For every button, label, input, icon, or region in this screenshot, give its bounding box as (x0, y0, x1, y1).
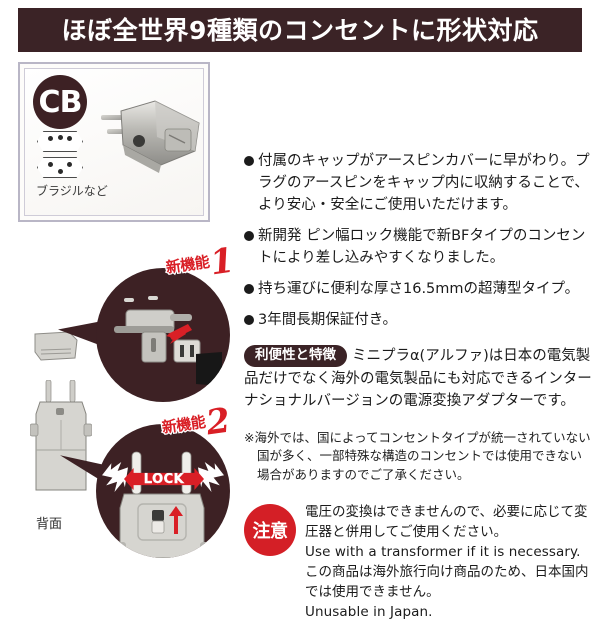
feature-callout-2-photo: LOCK (96, 424, 230, 558)
feature-1-label-text: 新機能 (164, 252, 212, 278)
description-column: 付属のキャップがアースピンカバーに早がわり。プラグのアースピンをキャップ内に収納… (244, 150, 592, 623)
list-item: 3年間長期保証付き。 (244, 309, 592, 331)
back-view-label: 背面 (36, 517, 63, 532)
caution-section: 注意 電圧の変換はできませんので、必要に応じて変圧器と併用してご使用ください。 … (244, 503, 592, 623)
lock-arrow-icon: LOCK (124, 468, 204, 490)
plug-type-panel: CB (18, 62, 210, 222)
feature-2-illustration (110, 451, 216, 558)
feature-callout-1-photo (96, 268, 230, 402)
disclaimer-note-text: ※海外では、国によってコンセントタイプが統一されていない国が多く、一部特殊な構造… (244, 429, 591, 483)
lock-badge: LOCK (124, 468, 204, 490)
page-title: ほぼ全世界9種類のコンセントに形状対応 (61, 15, 539, 45)
caution-line-2: Use with a transformer if it is necessar… (305, 543, 581, 560)
lock-label: LOCK (143, 471, 185, 487)
feature-bullet-list: 付属のキャップがアースピンカバーに早がわり。プラグのアースピンをキャップ内に収納… (244, 150, 592, 331)
socket-diagram-type-n (37, 131, 83, 152)
caution-line-3: この商品は海外旅行向け商品のため、日本国内では使用できません。 (305, 563, 589, 600)
bullet-text: 持ち運びに便利な厚さ16.5mmの超薄型タイプ。 (258, 281, 580, 298)
disclaimer-note: ※海外では、国によってコンセントタイプが統一されていない国が多く、一部特殊な構造… (244, 429, 592, 485)
list-item: 付属のキャップがアースピンカバーに早がわり。プラグのアースピンをキャップ内に収納… (244, 150, 592, 216)
socket-diagrams (37, 131, 83, 183)
feature-description: 利便性と特徴ミニプラα(アルファ)は日本の電気製品だけでなく海外の電気製品にも対… (244, 345, 592, 412)
bullet-dot-icon (244, 284, 254, 295)
feature-callout-1-label: 新機能1 (164, 239, 238, 284)
feature-1-number: 1 (206, 239, 238, 284)
socket-diagram-type-c (37, 157, 83, 178)
bullet-text: 3年間長期保証付き。 (258, 312, 397, 329)
list-item: 持ち運びに便利な厚さ16.5mmの超薄型タイプ。 (244, 278, 592, 300)
feature-2-label-text: 新機能 (160, 412, 208, 438)
plug-type-panel-inner: CB (24, 68, 204, 216)
caution-line-4: Unusable in Japan. (305, 603, 433, 620)
bullet-text: 付属のキャップがアースピンカバーに早がわり。プラグのアースピンをキャップ内に収納… (258, 153, 590, 214)
caution-text-block: 電圧の変換はできませんので、必要に応じて変圧器と併用してご使用ください。 Use… (305, 503, 592, 623)
feature-2-number: 2 (202, 399, 234, 444)
feature-pill-badge: 利便性と特徴 (244, 345, 347, 368)
list-item: 新開発 ピン幅ロック機能で新BFタイプのコンセントにより差し込みやすくなりました… (244, 225, 592, 269)
bullet-dot-icon (244, 156, 254, 166)
feature-callout-2-label: 新機能2 (160, 399, 234, 444)
feature-1-illustration (114, 296, 222, 386)
caution-badge: 注意 (244, 503, 296, 556)
bullet-text: 新開発 ピン幅ロック機能で新BFタイプのコンセントにより差し込みやすくなりました… (258, 228, 586, 267)
bullet-dot-icon (244, 231, 254, 242)
plug-country-label: ブラジルなど (36, 184, 108, 198)
caution-line-1: 電圧の変換はできませんので、必要に応じて変圧器と併用してご使用ください。 (305, 503, 588, 540)
plug-type-badge: CB (33, 75, 87, 129)
plug-adapter-photo (101, 100, 200, 173)
header-banner: ほぼ全世界9種類のコンセントに形状対応 (18, 8, 582, 52)
feature-description-text: ミニプラα(アルファ)は日本の電気製品だけでなく海外の電気製品にも対応できるイン… (244, 348, 592, 410)
bullet-dot-icon (244, 315, 254, 326)
adapter-back-view-photo (30, 380, 92, 491)
